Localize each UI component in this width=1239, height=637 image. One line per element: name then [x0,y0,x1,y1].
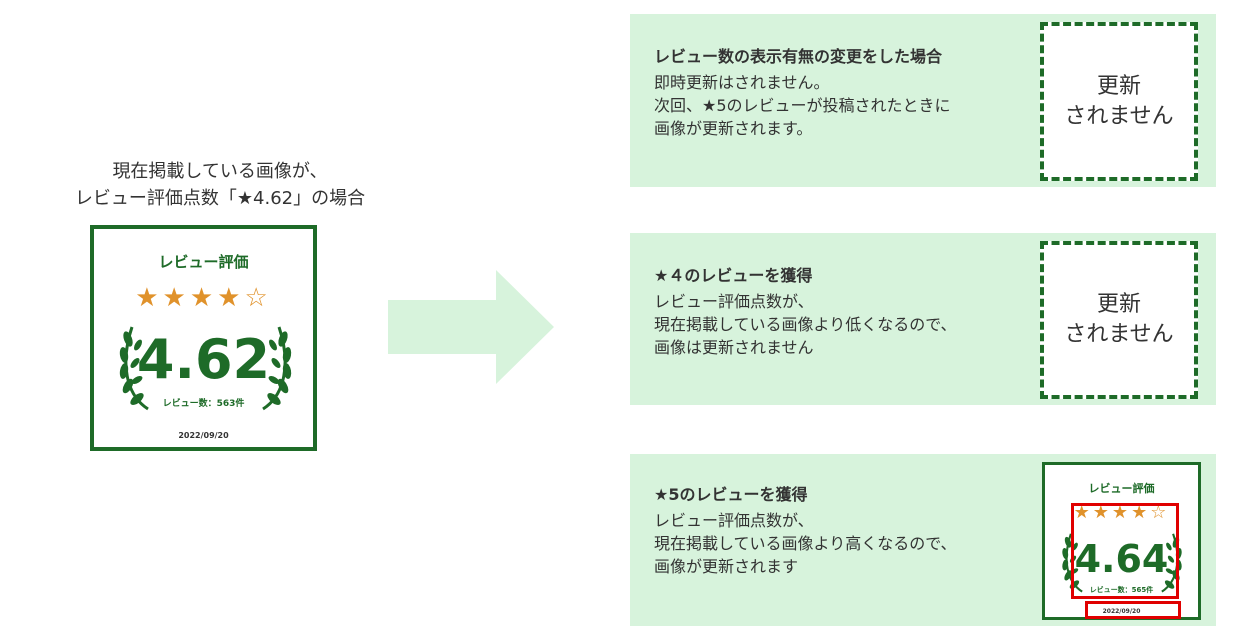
not-updated-placeholder: 更新 されません [1040,22,1198,181]
badge-score: 4.62 [136,328,271,391]
panel-line: レビュー評価点数が、 [654,511,814,530]
panel-line: 即時更新はされません。 [654,73,830,92]
panel-line: 現在掲載している画像より低くなるので、 [654,315,957,334]
badge-score: 4.64 [1074,537,1169,581]
panel-description: レビュー評価点数が、 現在掲載している画像より低くなるので、 画像は更新されませ… [654,290,957,359]
case-panel-star5-review: ★5のレビューを獲得 レビュー評価点数が、 現在掲載している画像より高くなるので… [630,454,1216,626]
panel-title: ★5のレビューを獲得 [654,485,808,504]
panel-title: ★４のレビューを獲得 [654,266,813,285]
panel-line: 画像が更新されます。 [654,119,813,138]
badge-title: レビュー評価 [158,253,249,271]
review-badge-updated: レビュー評価 ★★★★☆ 4.64 レビュー数：565件 2022/09/2 [1042,462,1201,620]
panel-line: レビュー評価点数が、 [654,292,814,311]
panel-line: 画像は更新されません [654,338,814,357]
panel-line: 現在掲載している画像より高くなるので、 [654,534,957,553]
badge-review-count: レビュー数：563件 [162,399,245,409]
laurel-right-icon [262,326,292,411]
right-arrow-icon [388,270,554,384]
review-badge-current: レビュー評価 ★★★★☆ 4.62 レビュー数：563件 2022/09/20 [90,225,317,451]
result-line: 更新 [1096,292,1141,317]
case-panel-review-display-change: レビュー数の表示有無の変更をした場合 即時更新はされません。 次回、★5のレビュ… [630,14,1216,187]
current-image-caption: 現在掲載している画像が、 レビュー評価点数「★4.62」の場合 [20,158,420,212]
not-updated-placeholder: 更新 されません [1040,241,1198,399]
caption-line-2: レビュー評価点数「★4.62」の場合 [74,188,366,209]
highlight-score-area [1071,503,1179,599]
laurel-left-icon [119,326,149,411]
result-line: されません [1064,103,1174,129]
badge-date: 2022/09/20 [1102,608,1141,615]
result-line: 更新 [1096,73,1141,99]
panel-description: 即時更新はされません。 次回、★5のレビューが投稿されたときに 画像が更新されま… [654,71,951,140]
case-panel-star4-review: ★４のレビューを獲得 レビュー評価点数が、 現在掲載している画像より低くなるので… [630,233,1216,405]
highlight-date-area [1085,601,1181,619]
panel-description: レビュー評価点数が、 現在掲載している画像より高くなるので、 画像が更新されます [654,509,957,578]
caption-line-1: 現在掲載している画像が、 [112,161,328,182]
panel-title: レビュー数の表示有無の変更をした場合 [654,47,943,66]
badge-review-count: レビュー数：565件 [1089,586,1154,594]
badge-stars: ★★★★☆ [1073,502,1170,523]
badge-title: レビュー評価 [1088,482,1155,495]
panel-line: 画像が更新されます [654,557,799,576]
result-line: されません [1064,322,1174,347]
panel-line: 次回、★5のレビューが投稿されたときに [654,96,951,115]
badge-date: 2022/09/20 [178,431,229,440]
badge-stars: ★★★★☆ [135,283,272,313]
